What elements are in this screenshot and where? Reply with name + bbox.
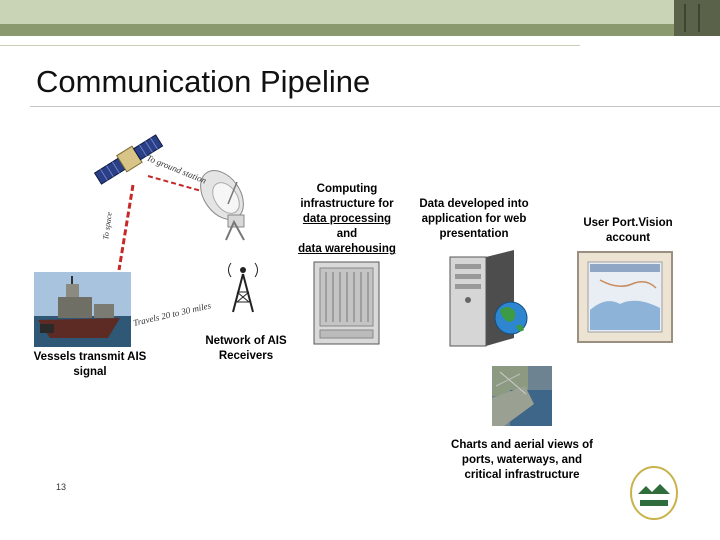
signal-links bbox=[117, 175, 206, 271]
radio-tower-icon bbox=[228, 262, 258, 313]
top-bar bbox=[0, 0, 720, 24]
satellite-icon bbox=[93, 134, 164, 185]
corner-box bbox=[674, 0, 720, 36]
satellite-dish-icon bbox=[200, 170, 245, 241]
portvision-logo-icon: PORTVISION bbox=[630, 466, 678, 520]
globe-icon bbox=[494, 301, 528, 335]
title-rule bbox=[30, 106, 720, 107]
account-label: User Port.Vision account bbox=[583, 217, 673, 244]
network-label: Network of AIS Receivers bbox=[205, 335, 287, 362]
aerial-photo-icon bbox=[492, 366, 552, 426]
to-space-label: To space bbox=[101, 211, 114, 240]
to-ground-station-label: To ground station bbox=[145, 153, 208, 186]
vessels-label: Vessels transmit AIS signal bbox=[33, 351, 147, 378]
charts-label: Charts and aerial views of ports, waterw… bbox=[451, 439, 593, 481]
slide-title: Communication Pipeline bbox=[36, 64, 371, 99]
application-label: Data developed into application for web … bbox=[419, 198, 529, 240]
computing-label: Computing infrastructure for data proces… bbox=[298, 183, 396, 255]
map-screen-icon bbox=[577, 251, 673, 343]
travels-distance-label: Travels 20 to 30 miles bbox=[132, 300, 212, 328]
slide-number: 13 bbox=[56, 482, 67, 492]
header-line bbox=[0, 45, 580, 46]
server-icon bbox=[313, 261, 380, 345]
top-strip bbox=[0, 24, 720, 36]
ship-icon bbox=[34, 272, 131, 347]
svg-text:PORTVISION: PORTVISION bbox=[642, 508, 667, 513]
